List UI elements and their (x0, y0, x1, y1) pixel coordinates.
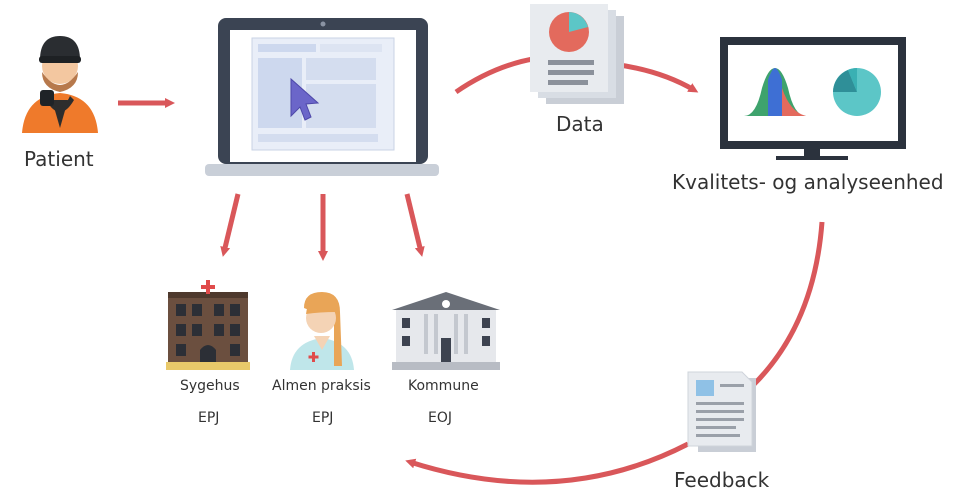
municipality-label: Kommune (408, 378, 479, 394)
monitor-icon (720, 37, 906, 160)
general-practice-record-label: EPJ (312, 410, 334, 426)
general-practice-label: Almen praksis (272, 378, 371, 394)
patient-icon (22, 36, 98, 133)
hospital-record-label: EPJ (198, 410, 220, 426)
quality-unit-label: Kvalitets- og analyseenhed (672, 170, 944, 194)
hospital-label: Sygehus (180, 378, 240, 394)
data-document-icon (530, 4, 624, 104)
feedback-label: Feedback (674, 468, 770, 492)
hospital-icon (166, 280, 250, 370)
laptop-icon (205, 18, 439, 176)
data-label: Data (556, 112, 604, 136)
municipality-record-label: EOJ (428, 410, 452, 426)
municipality-building-icon (392, 292, 500, 370)
patient-label: Patient (24, 147, 94, 171)
doctor-icon (290, 292, 354, 370)
feedback-document-icon (687, 371, 756, 452)
